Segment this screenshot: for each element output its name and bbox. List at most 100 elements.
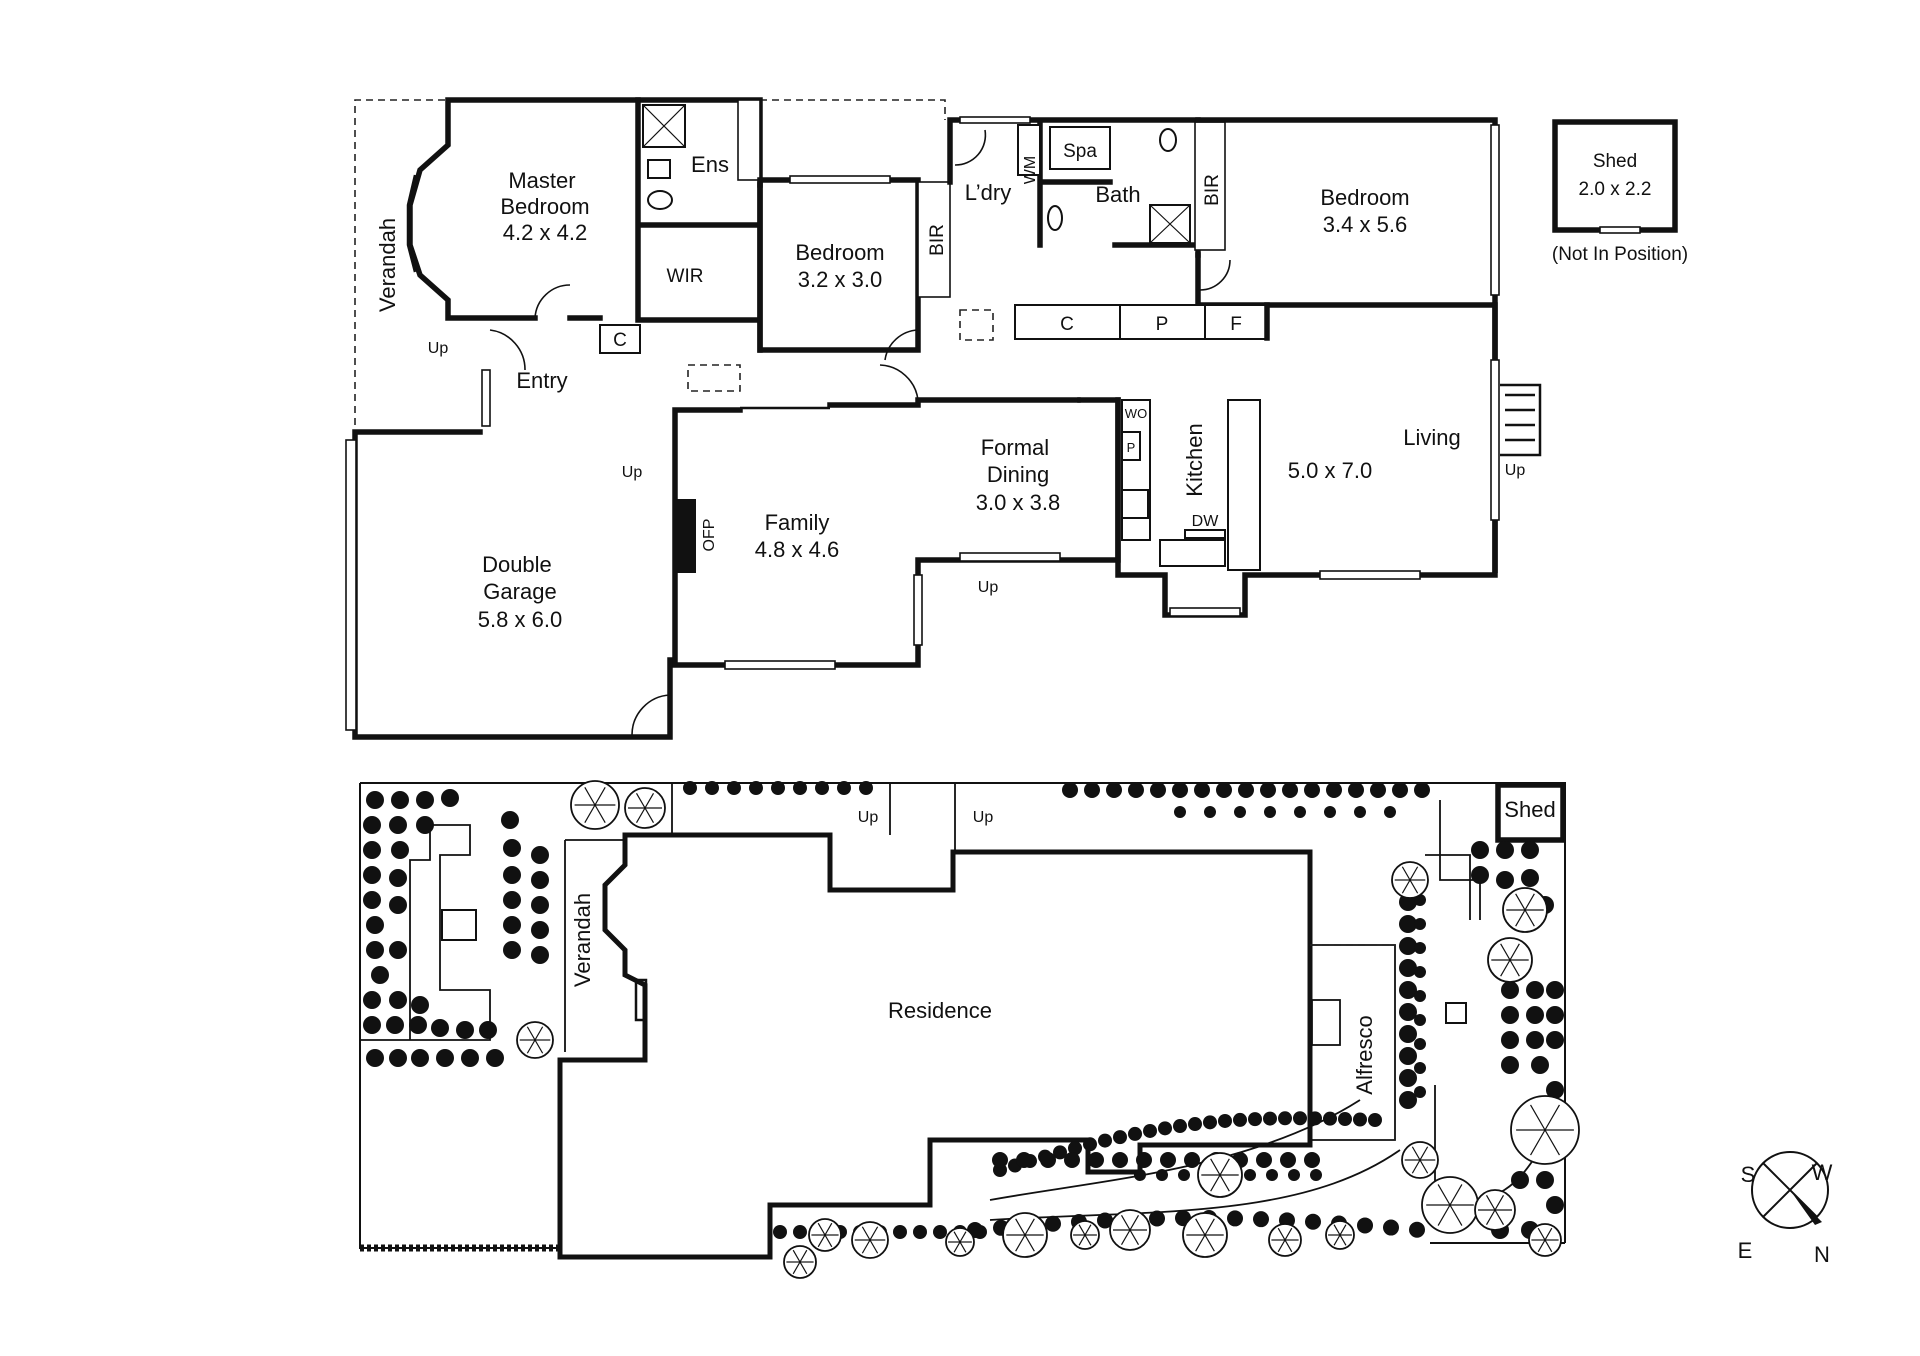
shrub-icon <box>1308 1111 1322 1126</box>
compass-e: E <box>1738 1238 1753 1263</box>
shrub-icon <box>1174 806 1186 818</box>
shrub-icon <box>1546 1196 1564 1214</box>
shrub-icon <box>837 781 851 795</box>
shrub-icon <box>1062 782 1078 798</box>
shrub-icon <box>1068 1141 1082 1156</box>
shrub-icon <box>1536 1171 1554 1189</box>
tree-icon <box>945 1227 975 1257</box>
shrub-icon <box>1526 1031 1544 1049</box>
shrub-icon <box>1383 1219 1399 1236</box>
verandah-site-outline <box>564 839 625 1052</box>
verandah-outline <box>354 99 445 430</box>
shrub-icon <box>1128 1126 1142 1141</box>
shrub-icon <box>391 791 409 809</box>
shrub-icon <box>1409 1221 1425 1238</box>
living-label: Living <box>1403 425 1460 450</box>
residence-label: Residence <box>888 998 992 1023</box>
tree-icon <box>1502 887 1548 933</box>
shrub-icon <box>411 1049 429 1067</box>
wm-label: WM <box>1022 156 1039 184</box>
shrub-icon <box>1134 1169 1146 1181</box>
kitchen-walls <box>1077 397 1498 618</box>
dining-door <box>879 364 919 401</box>
shrub-icon <box>366 1049 384 1067</box>
shrub-icon <box>1399 1003 1417 1021</box>
p-label-kitchen: P <box>1127 440 1136 455</box>
washing-machine-box <box>1017 124 1041 176</box>
up-label-dining: Up <box>978 579 999 596</box>
shrub-icon <box>1256 1152 1272 1168</box>
shrub-icon <box>1280 1152 1296 1168</box>
tree-icon <box>1197 1152 1243 1198</box>
garage-size: 5.8 x 6.0 <box>478 607 562 632</box>
shrub-icon <box>363 841 381 859</box>
shrub-icon <box>503 941 521 959</box>
family-window-side <box>913 574 923 646</box>
alfresco-label: Alfresco <box>1352 1015 1377 1094</box>
shower-cross <box>642 104 686 148</box>
shrub-icon <box>1501 1056 1519 1074</box>
kitchen-label: Kitchen <box>1182 423 1207 496</box>
shrub-icon <box>1392 782 1408 798</box>
shrub-icon <box>531 946 549 964</box>
shrub-icon <box>371 966 389 984</box>
shrub-icon <box>389 816 407 834</box>
kitchen-living-size: 5.0 x 7.0 <box>1288 458 1372 483</box>
shrub-icon <box>1399 981 1417 999</box>
shrub-icon <box>1354 806 1366 818</box>
garden-path-left <box>360 824 491 1041</box>
shrub-icon <box>933 1225 947 1239</box>
shrub-icon <box>1064 1152 1080 1168</box>
tree-icon <box>1002 1212 1048 1258</box>
shed-size: 2.0 x 2.2 <box>1579 179 1652 200</box>
shrub-icon <box>1113 1130 1127 1145</box>
verandah-top-dash <box>760 99 946 120</box>
shrub-icon <box>389 1049 407 1067</box>
shrub-icon <box>1399 959 1417 977</box>
shrub-icon <box>389 991 407 1009</box>
shrub-icon <box>363 866 381 884</box>
tree-icon <box>1109 1209 1151 1251</box>
shrub-icon <box>1188 1117 1202 1132</box>
shrub-icon <box>1040 1152 1056 1168</box>
toilet-icon <box>647 190 673 210</box>
shrub-icon <box>1414 1038 1426 1050</box>
shrub-icon <box>1253 1211 1269 1228</box>
shrub-icon <box>363 1016 381 1034</box>
shrub-icon <box>1194 782 1210 798</box>
shrub-icon <box>531 871 549 889</box>
shrub-icon <box>1521 869 1539 887</box>
compass-w: W <box>1812 1160 1833 1185</box>
shrub-icon <box>1216 782 1232 798</box>
dishwasher-icon <box>1184 529 1226 539</box>
shrub-icon <box>416 791 434 809</box>
shrub-icon <box>1218 1113 1232 1128</box>
shrub-icon <box>683 781 697 795</box>
verandah-label: Verandah <box>375 218 400 312</box>
hall-cupboard-p <box>1119 304 1206 340</box>
dining-sliding-door <box>959 552 1061 562</box>
shed-window <box>1599 226 1641 234</box>
shrub-icon <box>479 1021 497 1039</box>
shrub-icon <box>366 916 384 934</box>
tree-icon <box>1510 1095 1580 1165</box>
dw-label: DW <box>1192 513 1220 530</box>
up-label-living: Up <box>1505 462 1526 479</box>
shrub-icon <box>389 941 407 959</box>
shrub-icon <box>503 866 521 884</box>
shrub-icon <box>436 1049 454 1067</box>
up-label-verandah: Up <box>428 340 449 357</box>
shrub-icon <box>531 921 549 939</box>
floor-plan <box>345 97 1678 740</box>
shrub-icon <box>793 1225 807 1239</box>
shrub-icon <box>1414 1014 1426 1026</box>
shrub-icon <box>1338 1112 1352 1127</box>
spa-label: Spa <box>1063 141 1097 162</box>
entry-label: Entry <box>516 368 567 393</box>
shrub-icon <box>1496 841 1514 859</box>
shrub-icon <box>1045 1215 1061 1232</box>
shrub-icon <box>773 1225 787 1239</box>
shrub-icon <box>1305 1213 1321 1230</box>
shrub-icon <box>1184 1152 1200 1168</box>
